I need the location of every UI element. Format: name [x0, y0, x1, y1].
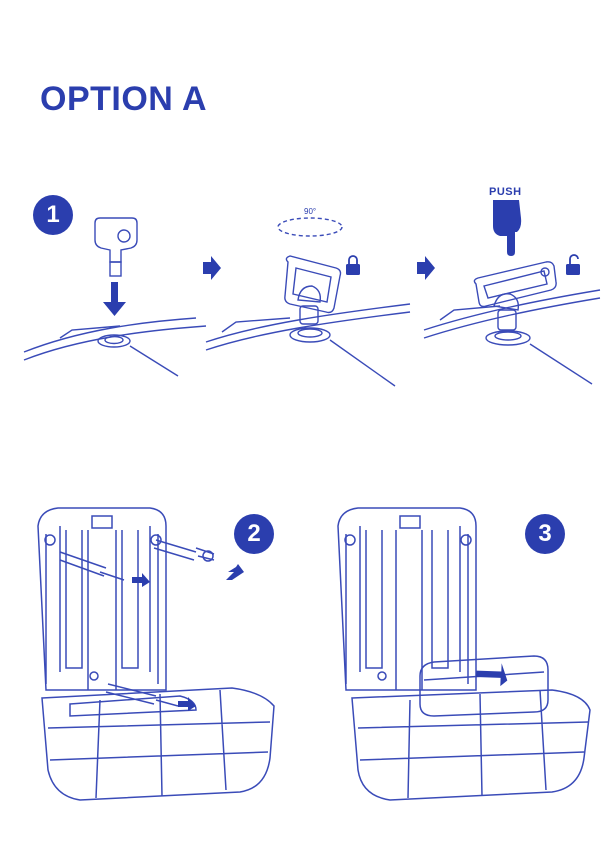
step-badge-2: 2 [234, 514, 274, 554]
rotation-angle-label: 90° [304, 207, 317, 216]
step-badge-1: 1 [33, 195, 73, 235]
lock-closed-icon [346, 255, 360, 275]
step1-panel-push [423, 261, 601, 385]
push-label: PUSH [489, 186, 522, 198]
step2-dispenser-open-back [37, 507, 275, 801]
key-icon [94, 217, 138, 277]
right-arrow-icon [203, 256, 221, 280]
right-arrow-icon [132, 573, 150, 587]
right-arrow-icon [417, 256, 435, 280]
down-arrow-icon [103, 282, 126, 316]
lock-open-icon [566, 254, 580, 275]
page-title: OPTION A [40, 80, 208, 118]
step-badge-3: 3 [525, 514, 565, 554]
right-arrow-icon [475, 663, 508, 687]
pointing-hand-icon [493, 200, 522, 256]
step1-panel-key-rotate [205, 217, 411, 387]
step3-dispenser-refill [337, 507, 591, 801]
right-arrow-icon [226, 564, 244, 580]
step1-panel-key-insert [23, 217, 207, 377]
right-arrow-icon [178, 697, 196, 711]
step2-direction-arrows [132, 564, 244, 711]
